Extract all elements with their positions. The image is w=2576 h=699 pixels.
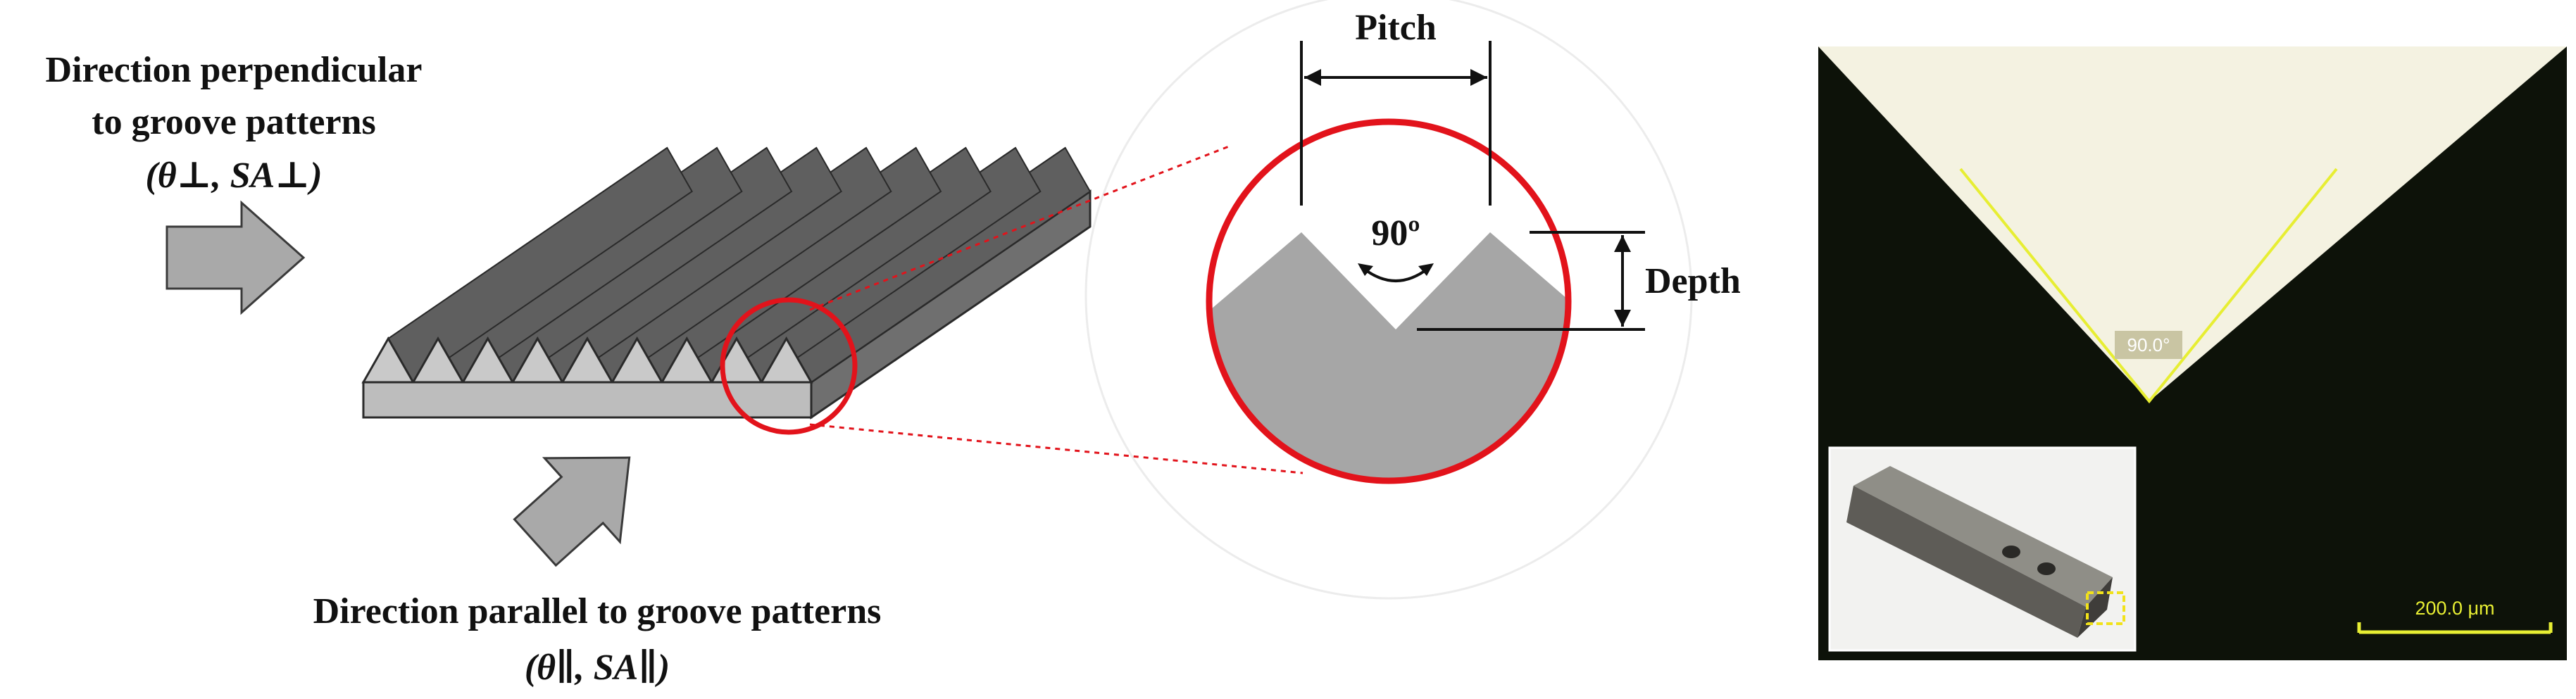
groove-profile-shape <box>1209 232 1568 481</box>
groove-front-triangle <box>461 336 515 384</box>
zoom-guide-circle <box>1084 0 1693 600</box>
angle-arrowhead-right <box>1418 263 1434 276</box>
pitch-label: Pitch <box>1355 8 1437 48</box>
perpendicular-label-line3: (θ⊥, SA⊥) <box>145 156 322 196</box>
zoom-source-circle <box>720 297 858 435</box>
tool-side-face <box>1846 486 2086 638</box>
micrograph-tool-face <box>1818 46 2567 401</box>
tool-inset-photo <box>1828 446 2137 652</box>
perpendicular-direction-arrow <box>165 200 306 315</box>
angle-arrowhead-left <box>1358 263 1373 276</box>
groove-front-triangle <box>610 336 664 384</box>
micrograph-angle-label: 90.0° <box>2127 334 2170 355</box>
groove-front-triangle <box>361 336 415 384</box>
depth-arrowhead-top <box>1614 235 1631 252</box>
groove-front-triangle <box>660 336 714 384</box>
zoom-circle-outline <box>1206 118 1572 484</box>
parallel-label-line1: Direction parallel to groove patterns <box>313 591 882 631</box>
groove-front-triangle <box>759 336 813 384</box>
micrograph-angle-lines <box>1959 168 2338 404</box>
angle-label: 90º <box>1371 213 1420 253</box>
tool-tip-highlight-box <box>2086 591 2125 625</box>
zoom-leader-bottom <box>809 423 1303 474</box>
perpendicular-label-line2: to groove patterns <box>92 102 375 142</box>
tool-screw-hole-1 <box>2002 546 2020 558</box>
pitch-arrowhead-right <box>1470 69 1487 86</box>
pitch-arrowhead-left <box>1304 69 1321 86</box>
groove-front-triangle <box>511 336 565 384</box>
tool-screw-hole-2 <box>2037 562 2056 575</box>
groove-front-triangle <box>411 336 465 384</box>
perpendicular-label-line1: Direction perpendicular <box>46 50 423 90</box>
groove-front-triangle <box>561 336 614 384</box>
zoom-leader-top <box>809 145 1230 311</box>
parallel-direction-arrow <box>513 456 631 567</box>
depth-arrowhead-bottom <box>1614 310 1631 327</box>
tool-end-face <box>2077 577 2113 638</box>
parallel-label-line2: (θ∥, SA∥) <box>525 648 670 688</box>
scale-bar-label: 200.0 μm <box>2415 598 2494 619</box>
micrograph-panel: 90.0° 200.0 μm <box>1818 46 2567 660</box>
groove-profile-zoom <box>1209 122 1568 481</box>
depth-label: Depth <box>1645 261 1741 301</box>
micrograph-angle-badge <box>2115 331 2182 359</box>
grooved-surface-block <box>361 146 1092 435</box>
